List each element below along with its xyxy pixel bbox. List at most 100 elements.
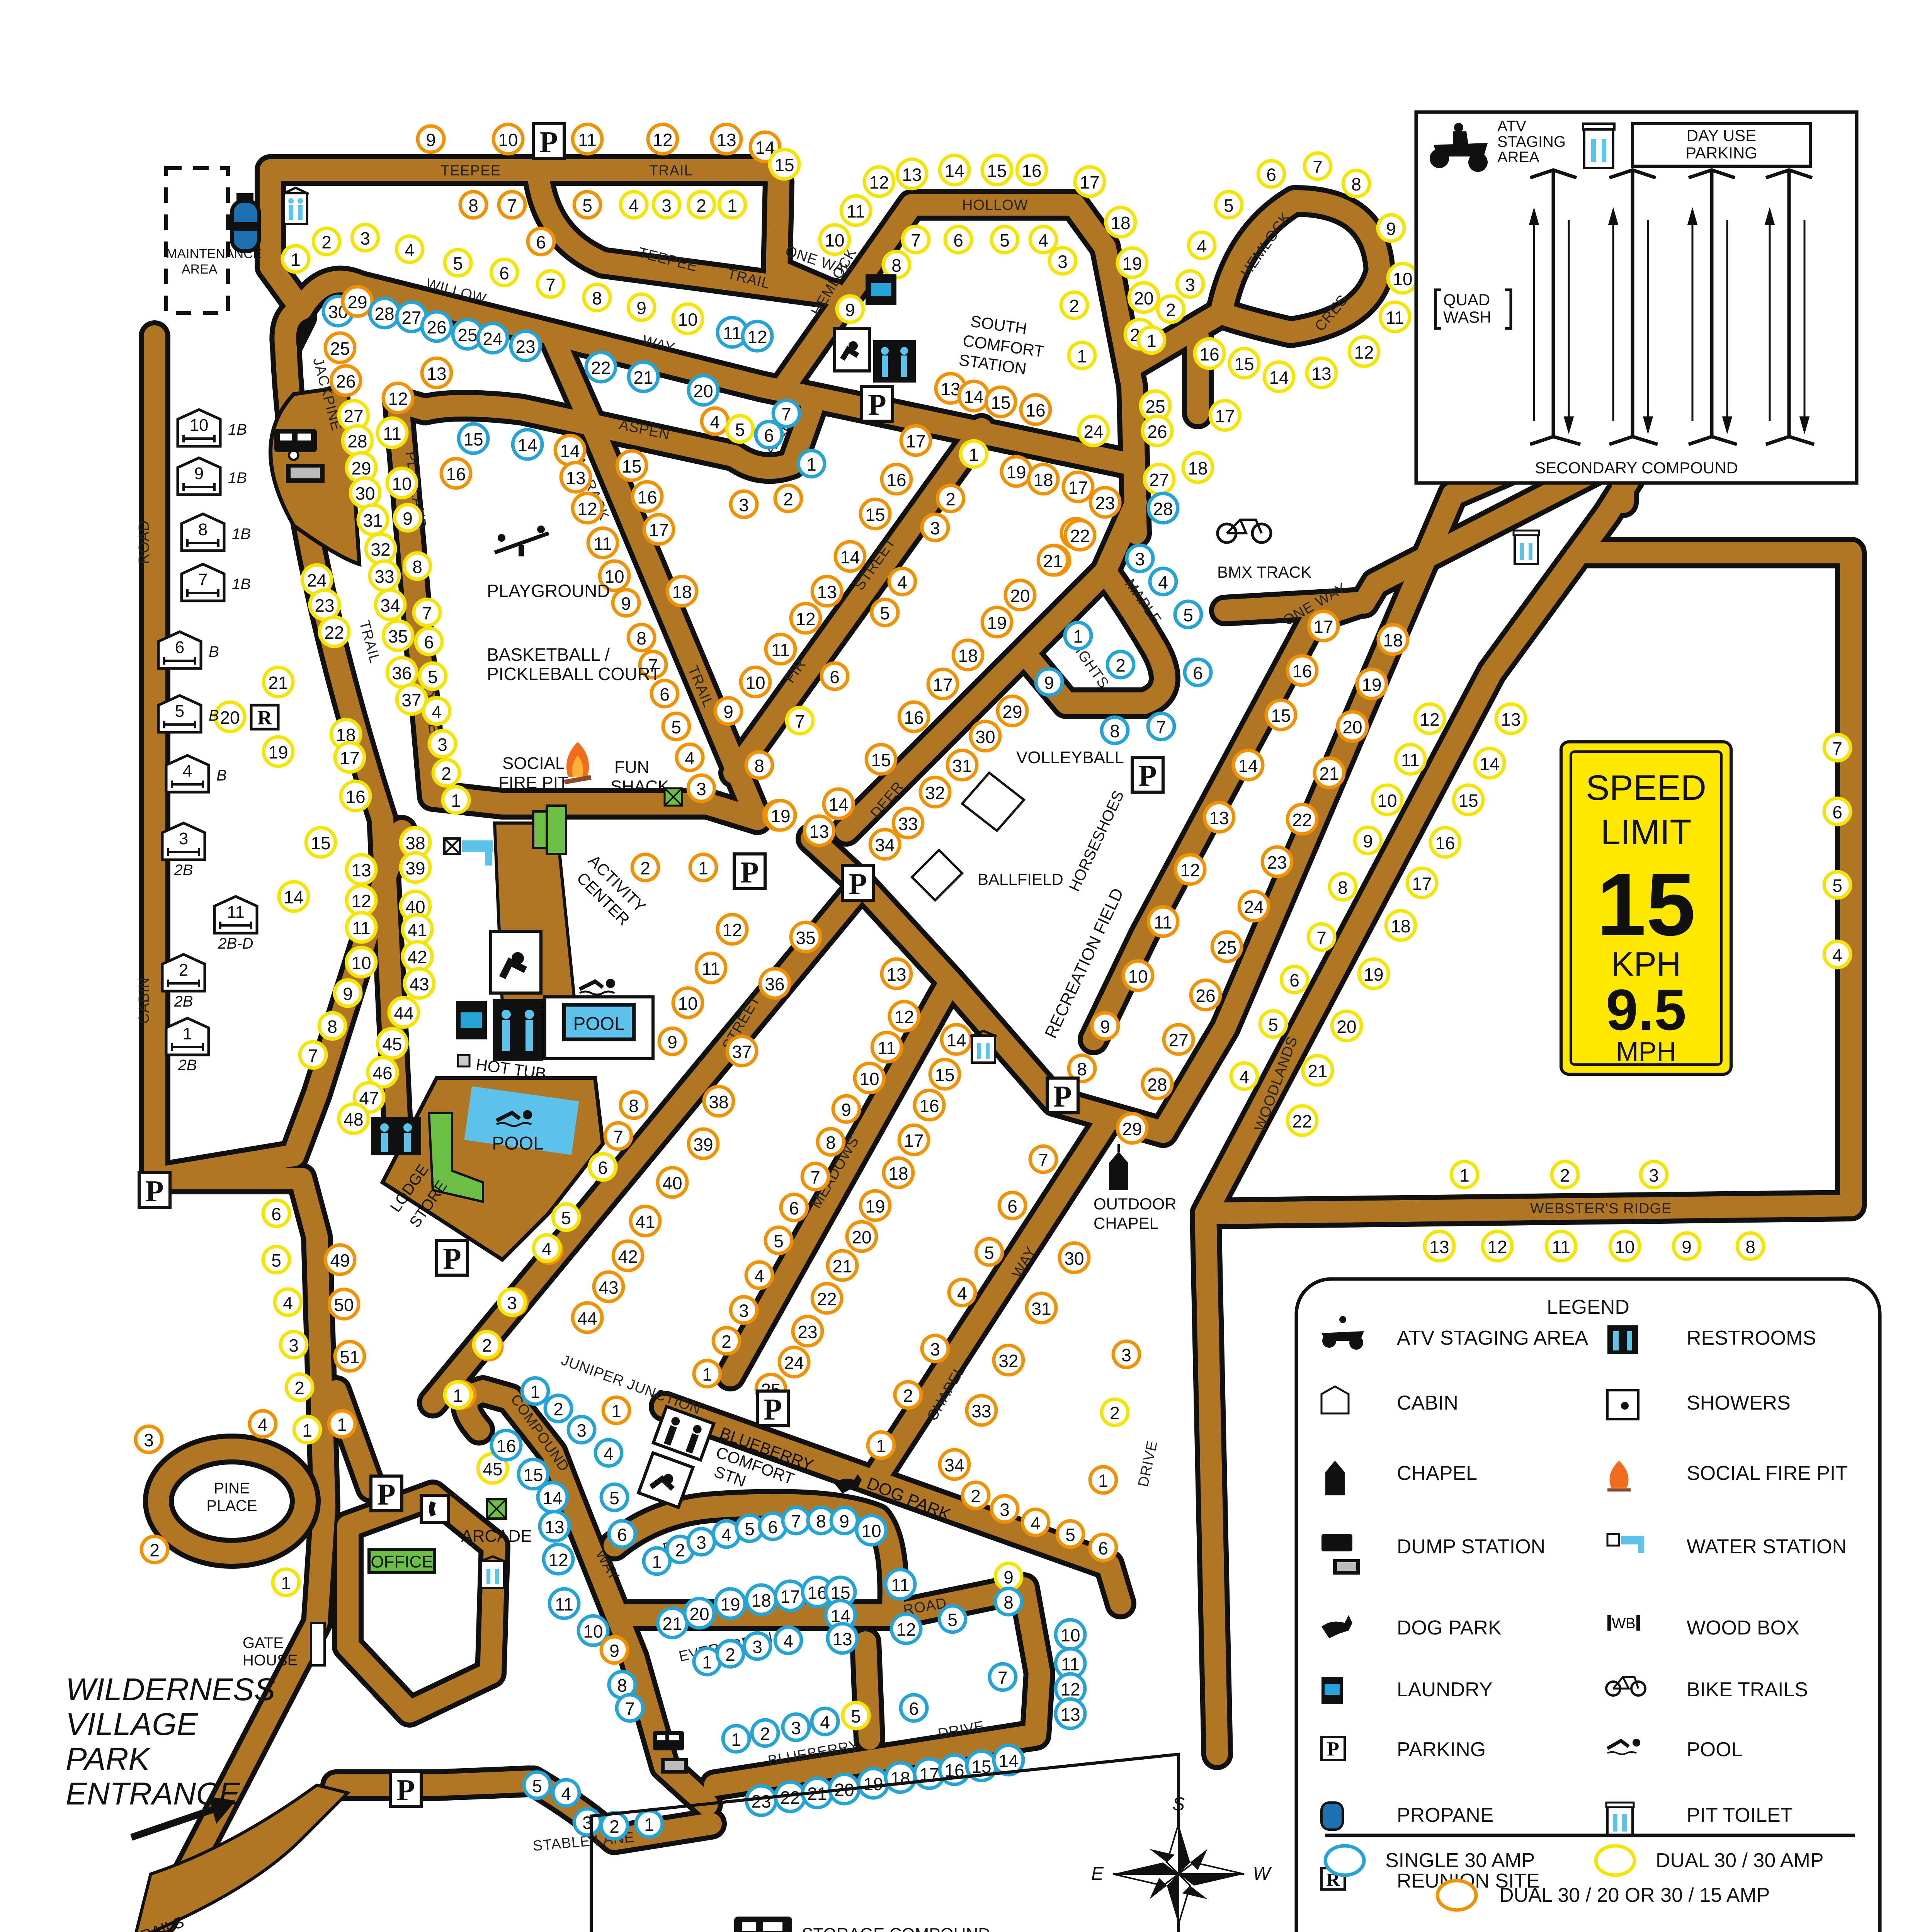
campsite-marker[interactable]: 28 <box>1141 1067 1174 1100</box>
campsite-marker[interactable]: 1 <box>271 1567 301 1597</box>
campsite-marker[interactable]: 17 <box>774 1579 807 1612</box>
campsite-marker[interactable]: 12 <box>1054 1672 1087 1705</box>
campsite-marker[interactable]: 28 <box>368 296 401 330</box>
campsite-marker[interactable]: 16 <box>339 779 372 813</box>
campsite-marker[interactable]: 12 <box>345 884 378 917</box>
campsite-marker[interactable]: 9 <box>1034 667 1064 697</box>
campsite-marker[interactable]: 2 <box>431 758 461 788</box>
campsite-marker[interactable]: 26 <box>1141 414 1174 447</box>
campsite-marker[interactable]: 12 <box>542 1543 575 1576</box>
campsite-marker[interactable]: 16 <box>1286 654 1319 687</box>
campsite-marker[interactable]: 3 <box>781 1712 811 1742</box>
campsite-marker[interactable]: 5 <box>841 1701 871 1731</box>
campsite-marker[interactable]: 20 <box>1003 578 1037 612</box>
campsite-marker[interactable]: 11 <box>345 911 378 944</box>
campsite-marker[interactable]: 2 <box>773 483 803 514</box>
campsite-marker[interactable]: 11 <box>870 1031 903 1064</box>
campsite-marker[interactable]: 2 <box>750 1718 780 1748</box>
campsite-marker[interactable]: 25 <box>1139 389 1172 422</box>
campsite-marker[interactable]: 2 <box>686 190 716 220</box>
campsite-marker[interactable]: 5 <box>1214 190 1244 220</box>
campsite-marker[interactable]: 5 <box>599 1482 629 1512</box>
campsite-marker[interactable]: 10 <box>1121 959 1155 992</box>
campsite-marker[interactable]: 8 <box>1735 1231 1765 1261</box>
campsite-marker[interactable]: 14 <box>822 787 855 820</box>
campsite-marker[interactable]: 6 <box>943 224 973 255</box>
campsite-marker[interactable]: 2 <box>472 1330 502 1360</box>
campsite-marker[interactable]: 2 <box>1550 1160 1580 1190</box>
campsite-marker[interactable]: 6 <box>1088 1532 1118 1563</box>
campsite-marker[interactable]: 26 <box>329 364 362 397</box>
campsite-marker[interactable]: 9 <box>416 124 446 154</box>
campsite-marker[interactable]: 8 <box>607 1670 637 1700</box>
campsite-marker[interactable]: 4 <box>1229 1061 1259 1091</box>
campsite-marker[interactable]: 8 <box>619 1090 649 1120</box>
campsite-marker[interactable]: 17 <box>1307 609 1340 643</box>
campsite-marker[interactable]: 11 <box>376 416 409 449</box>
campsite-marker[interactable]: 7 <box>988 1662 1018 1692</box>
campsite-marker[interactable]: 6 <box>526 226 556 257</box>
campsite-marker[interactable]: 14 <box>833 540 867 573</box>
cabin[interactable]: 12B <box>165 1017 210 1074</box>
campsite-marker[interactable]: 24 <box>1237 889 1270 923</box>
campsite-marker[interactable]: 5 <box>261 1245 291 1275</box>
campsite-marker[interactable]: 5 <box>974 1237 1004 1267</box>
campsite-marker[interactable]: 40 <box>656 1166 689 1199</box>
campsite-marker[interactable]: 37 <box>725 1034 759 1068</box>
campsite-marker[interactable]: 13 <box>420 356 453 389</box>
campsite-marker[interactable]: 17 <box>1208 399 1242 432</box>
campsite-marker[interactable]: 1 <box>443 1380 473 1410</box>
campsite-marker[interactable]: 24 <box>476 321 509 355</box>
campsite-marker[interactable]: 19 <box>857 1767 890 1800</box>
campsite-marker[interactable]: 19 <box>1357 957 1390 990</box>
campsite-marker[interactable]: 2 <box>1100 1397 1130 1427</box>
campsite-marker[interactable]: 11 <box>571 122 604 156</box>
campsite-marker[interactable]: 13 <box>810 575 844 608</box>
campsite-marker[interactable]: 4 <box>1020 1507 1051 1537</box>
campsite-marker[interactable]: 16 <box>1193 337 1226 370</box>
campsite-marker[interactable]: 15 <box>1228 347 1261 380</box>
campsite-marker[interactable]: 4 <box>887 566 917 597</box>
campsite-marker[interactable]: 12 <box>862 165 896 198</box>
campsite-marker[interactable]: 3 <box>134 1424 164 1454</box>
campsite-marker[interactable]: 18 <box>665 575 699 608</box>
campsite-marker[interactable]: 34 <box>868 828 901 861</box>
campsite-marker[interactable]: 15 <box>980 153 1014 187</box>
campsite-marker[interactable]: 14 <box>1262 360 1296 393</box>
campsite-marker[interactable]: 10 <box>853 1061 886 1095</box>
campsite-marker[interactable]: 4 <box>675 742 705 772</box>
campsite-marker[interactable]: 35 <box>789 920 822 954</box>
campsite-marker[interactable]: 14 <box>1231 748 1265 782</box>
campsite-marker[interactable]: 18 <box>1027 463 1060 496</box>
campsite-marker[interactable]: 12 <box>716 913 749 946</box>
campsite-marker[interactable]: 9 <box>829 1505 859 1536</box>
campsite-marker[interactable]: 9 <box>333 978 363 1008</box>
campsite-marker[interactable]: 8 <box>1067 1053 1097 1083</box>
campsite-marker[interactable]: 20 <box>1336 710 1369 743</box>
campsite-marker[interactable]: 26 <box>1189 978 1222 1012</box>
campsite-marker[interactable]: 3 <box>686 773 716 803</box>
campsite-marker[interactable]: 7 <box>615 1693 645 1723</box>
campsite-marker[interactable]: 30 <box>969 719 1002 753</box>
campsite-marker[interactable]: 1 <box>692 1359 722 1389</box>
campsite-marker[interactable]: 22 <box>318 615 351 648</box>
campsite-marker[interactable]: 8 <box>317 1011 347 1041</box>
campsite-marker[interactable]: 10 <box>671 986 704 1019</box>
campsite-marker[interactable]: 3 <box>497 1287 527 1317</box>
campsite-marker[interactable]: 22 <box>810 1282 844 1315</box>
campsite-marker[interactable]: 12 <box>888 1000 921 1033</box>
campsite-marker[interactable]: 4 <box>773 1625 803 1655</box>
campsite-marker[interactable]: 8 <box>816 1127 846 1157</box>
campsite-marker[interactable]: 8 <box>1100 715 1130 745</box>
campsite-marker[interactable]: 12 <box>1481 1230 1514 1263</box>
campsite-marker[interactable]: 4 <box>273 1287 303 1317</box>
campsite-marker[interactable]: 3 <box>742 1631 772 1661</box>
campsite-marker[interactable]: 7 <box>901 224 931 255</box>
campsite-marker[interactable]: 1 <box>717 190 747 220</box>
campsite-marker[interactable]: 6 <box>489 257 519 287</box>
campsite-marker[interactable]: 12 <box>741 320 774 353</box>
campsite-marker[interactable]: 1 <box>1449 1160 1480 1190</box>
campsite-marker[interactable]: 18 <box>951 638 985 672</box>
campsite-marker[interactable]: 8 <box>1341 168 1371 199</box>
